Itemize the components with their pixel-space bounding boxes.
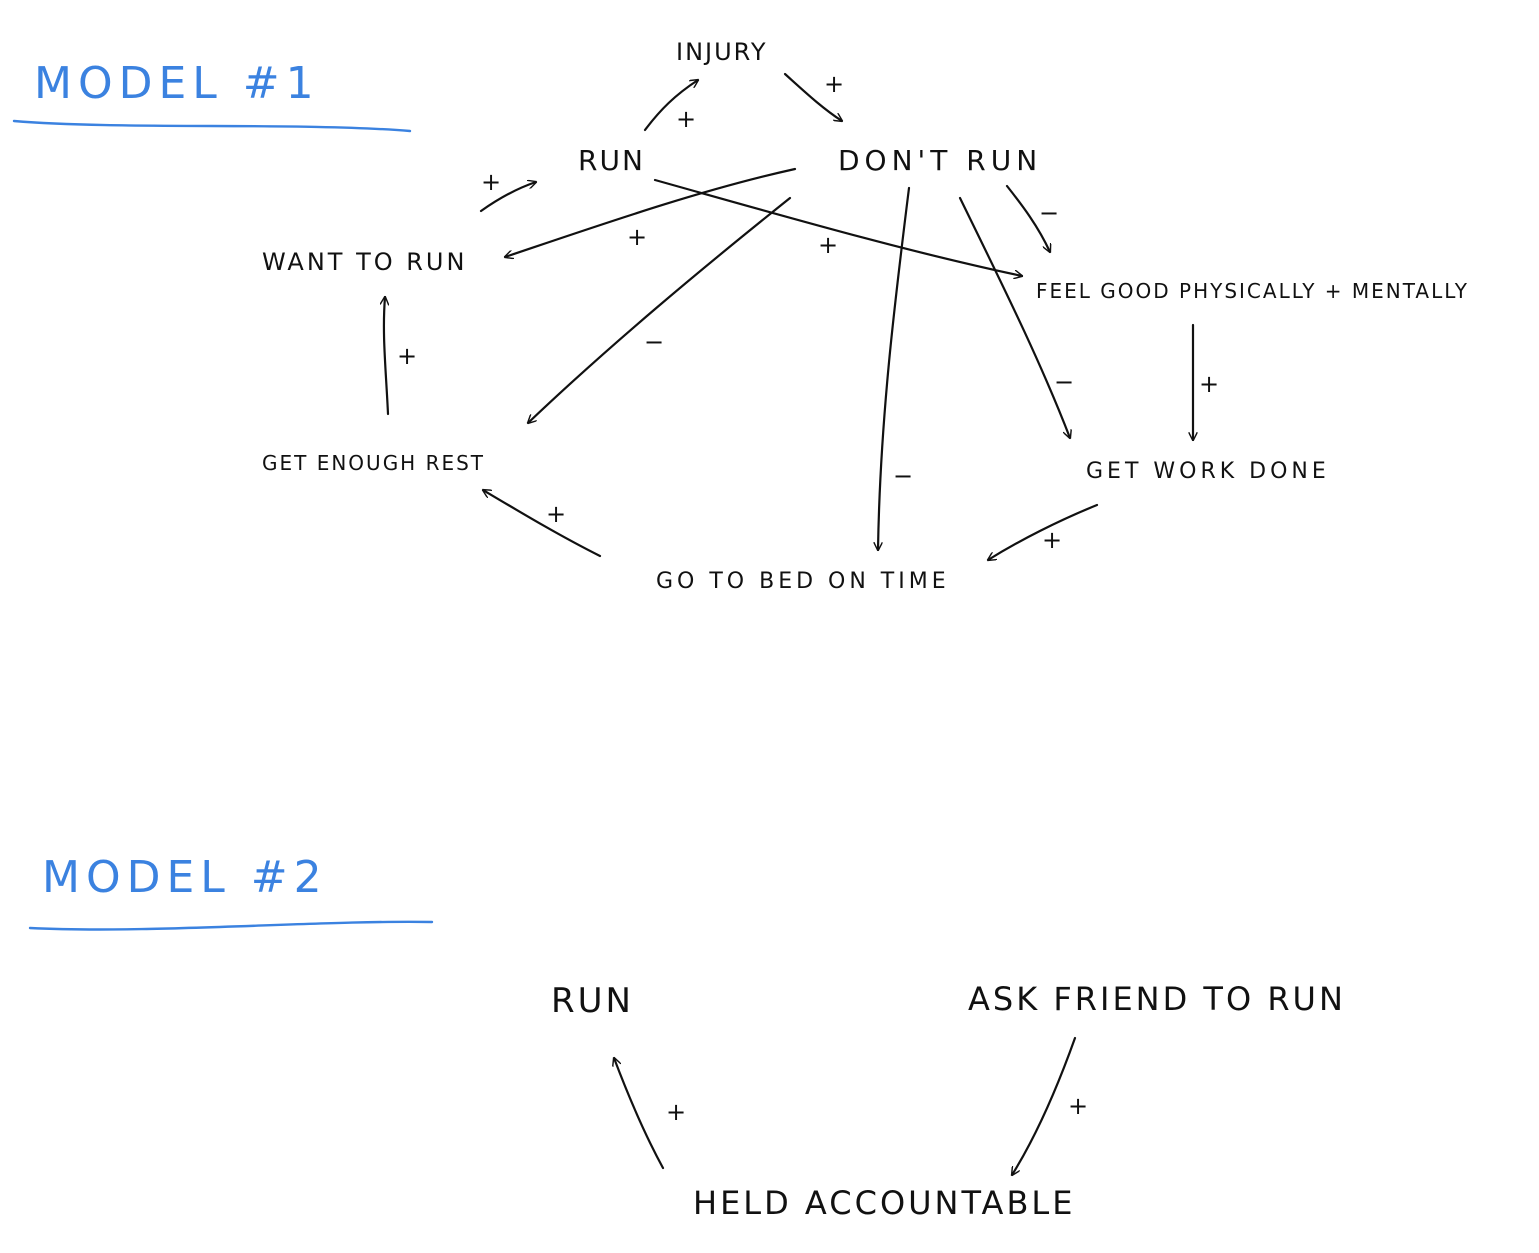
sign-accountable-run: +	[666, 1098, 686, 1126]
node-ask-friend-to-run: ASK FRIEND TO RUN	[968, 980, 1346, 1018]
node-get-work-done: GET WORK DONE	[1086, 459, 1330, 484]
edge-want-to-run-to-run	[479, 182, 536, 213]
sign-bed-rest: +	[546, 500, 566, 528]
model-1-title-underline	[12, 119, 412, 133]
model-2-title: MODEL #2	[42, 852, 328, 903]
sign-dont-run-bed: −	[893, 462, 913, 490]
edge-get-work-done-to-go-to-bed	[988, 503, 1099, 560]
edge-run-to-feel-good	[653, 178, 1022, 276]
edge-injury-to-dont-run	[783, 72, 842, 121]
node-run: RUN	[578, 144, 645, 177]
edge-get-enough-rest-to-want-to-run	[384, 297, 388, 416]
node-run-model-2: RUN	[551, 981, 634, 1021]
sign-dont-run-feel-good: −	[1039, 199, 1059, 227]
sign-rest-want: +	[397, 342, 417, 370]
edge-go-to-bed-to-get-enough-rest	[483, 490, 602, 558]
edge-dont-run-to-want-to-run	[505, 167, 797, 257]
sign-feel-good-work: +	[1199, 370, 1219, 398]
model-1: MODEL #1 INJURY RUN DON'T RUN WANT TO RU…	[12, 38, 1469, 594]
edge-ask-friend-to-held-accountable	[1012, 1036, 1077, 1175]
edge-dont-run-to-get-enough-rest	[528, 196, 792, 423]
model-2: MODEL #2 RUN ASK FRIEND TO RUN HELD ACCO…	[28, 852, 1346, 1222]
sign-run-injury: +	[676, 105, 696, 133]
edge-dont-run-to-go-to-bed	[878, 186, 911, 552]
sign-dont-run-want: +	[627, 223, 647, 251]
edge-dont-run-to-feel-good	[1005, 184, 1050, 252]
node-injury: INJURY	[676, 38, 767, 66]
edge-dont-run-to-get-work-done	[958, 196, 1070, 438]
edge-run-to-injury	[643, 80, 698, 132]
model-2-title-underline	[28, 920, 434, 931]
sign-work-bed: +	[1042, 526, 1062, 554]
node-get-enough-rest: GET ENOUGH REST	[262, 451, 485, 475]
model-1-title: MODEL #1	[34, 58, 320, 109]
sign-want-run: +	[481, 168, 501, 196]
sign-injury-dont-run: +	[824, 70, 844, 98]
sign-run-feel-good: +	[818, 231, 838, 259]
node-dont-run: DON'T RUN	[838, 144, 1042, 177]
edge-held-accountable-to-run	[614, 1058, 665, 1170]
node-feel-good: FEEL GOOD PHYSICALLY + MENTALLY	[1036, 279, 1469, 303]
sign-dont-run-rest: −	[644, 328, 664, 356]
node-want-to-run: WANT TO RUN	[262, 248, 467, 276]
node-held-accountable: HELD ACCOUNTABLE	[693, 1184, 1075, 1222]
sign-dont-run-work: −	[1054, 368, 1074, 396]
sign-friend-accountable: +	[1068, 1092, 1088, 1120]
node-go-to-bed-on-time: GO TO BED ON TIME	[656, 569, 950, 594]
